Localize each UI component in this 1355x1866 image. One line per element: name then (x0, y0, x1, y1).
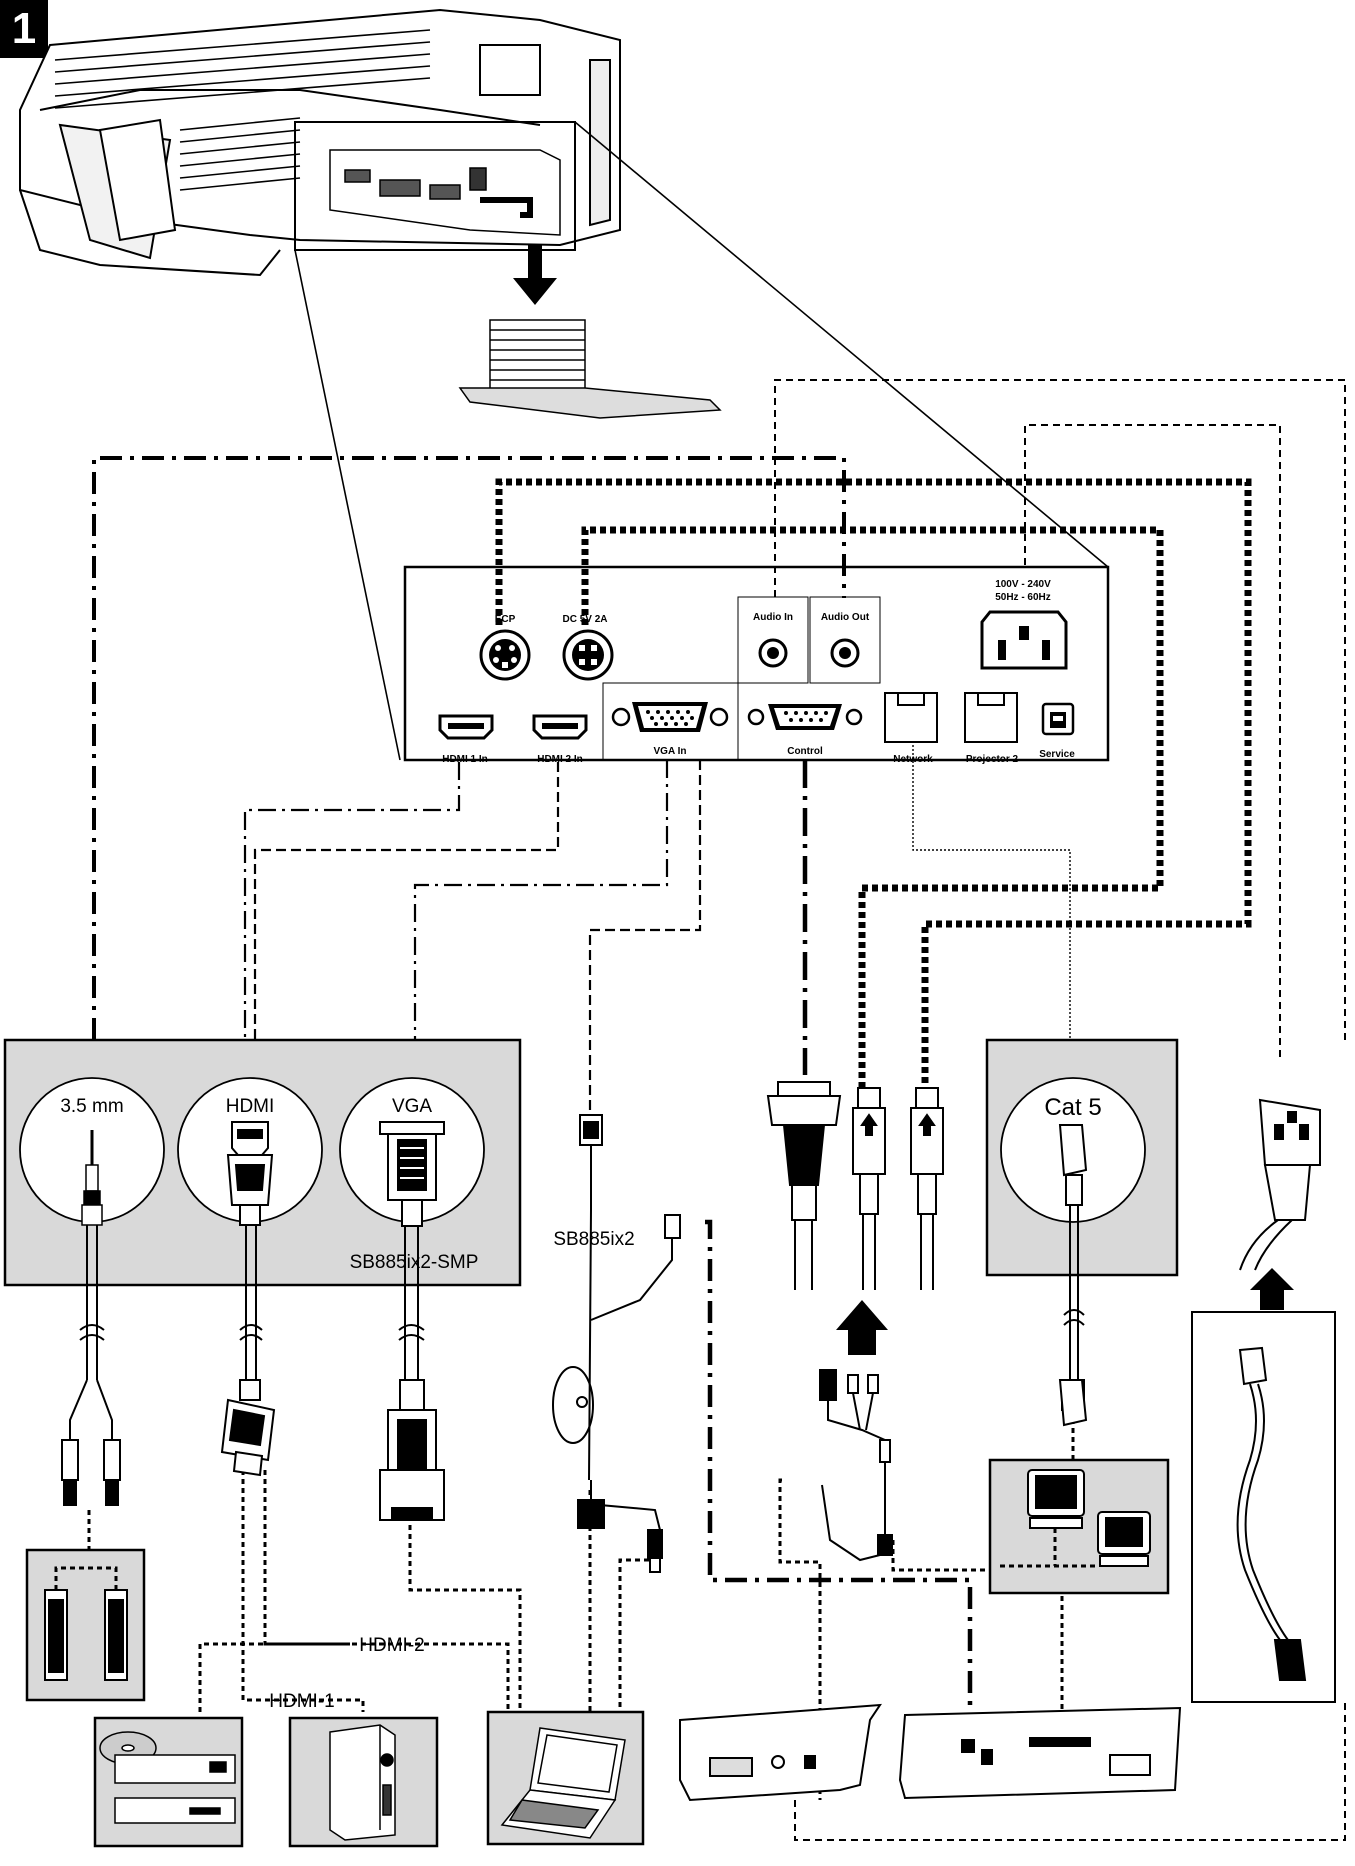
sb885ix2-label: SB885ix2 (553, 1229, 634, 1250)
sb-cable-icon (553, 1115, 680, 1572)
zoom-line-left (295, 250, 400, 760)
route-hdmi1 (245, 762, 459, 1040)
projector2-port-icon (965, 693, 1017, 742)
hdmi-box-label: HDMI (226, 1096, 275, 1117)
up-arrow-icon (836, 1300, 888, 1355)
vga-plug-lower-icon (380, 1380, 444, 1520)
power-frequency-label: 50Hz - 60Hz (995, 592, 1051, 603)
y-cable-icon (820, 1370, 892, 1560)
hdmi-plug-lower-icon (222, 1380, 274, 1475)
whiteboard-left-illustration (680, 1705, 880, 1800)
service-label: Service (1039, 749, 1075, 760)
network-label: Network (893, 754, 933, 765)
power-voltage-label: 100V - 240V (995, 579, 1051, 590)
ecp-plug-icon (853, 1088, 885, 1290)
projector2-label: Projector 2 (966, 754, 1019, 765)
power-cord-plug-icon (1240, 1100, 1320, 1270)
dc-port-icon (564, 631, 612, 679)
control-label: Control (787, 746, 823, 757)
projector-illustration (20, 10, 620, 275)
connector-cover-illustration (460, 320, 720, 418)
hdmi-2-label: HDMI-2 (359, 1635, 424, 1656)
route-hdmi2 (255, 762, 558, 1040)
audio-out-label: Audio Out (821, 612, 870, 623)
hdmi1-port-icon (440, 716, 492, 738)
power-socket-icon (982, 612, 1066, 668)
ecp-port-icon (481, 631, 529, 679)
dc-plug-icon (911, 1088, 943, 1290)
smp-model-label: SB885ix2-SMP (350, 1252, 479, 1273)
service-port-icon (1043, 704, 1073, 734)
route-vga (415, 760, 667, 1040)
rca-plugs-icon (62, 1380, 120, 1505)
zoom-line-right (575, 122, 1108, 567)
route-laptop-vga (410, 1525, 520, 1712)
audio-in-jack-icon (760, 640, 786, 666)
route-hdmi-1-cable (243, 1470, 363, 1712)
down-arrow-icon (513, 245, 557, 305)
hdmi2-port-icon (534, 716, 586, 738)
desktop-computer-icon (330, 1725, 395, 1840)
rs232-plug-icon (768, 1082, 840, 1290)
route-vga-sb (590, 760, 700, 1115)
audio-out-jack-icon (832, 640, 858, 666)
power-up-arrow-icon (1250, 1268, 1294, 1310)
network-port-icon (885, 693, 937, 742)
audio-in-label: Audio In (753, 612, 793, 623)
vga-label: VGA In (654, 746, 687, 757)
vga-box-label: VGA (392, 1096, 432, 1117)
whiteboard-right-illustration (900, 1708, 1180, 1798)
audio-35mm-label: 3.5 mm (60, 1096, 123, 1117)
hdmi1-label: HDMI 1 In (442, 754, 488, 765)
route-sb-usb-to-board (705, 1222, 970, 1780)
cat5-label: Cat 5 (1044, 1094, 1101, 1121)
hdmi-1-label: HDMI-1 (269, 1691, 334, 1712)
hdmi2-label: HDMI 2 In (537, 754, 583, 765)
route-network (913, 745, 1070, 1040)
